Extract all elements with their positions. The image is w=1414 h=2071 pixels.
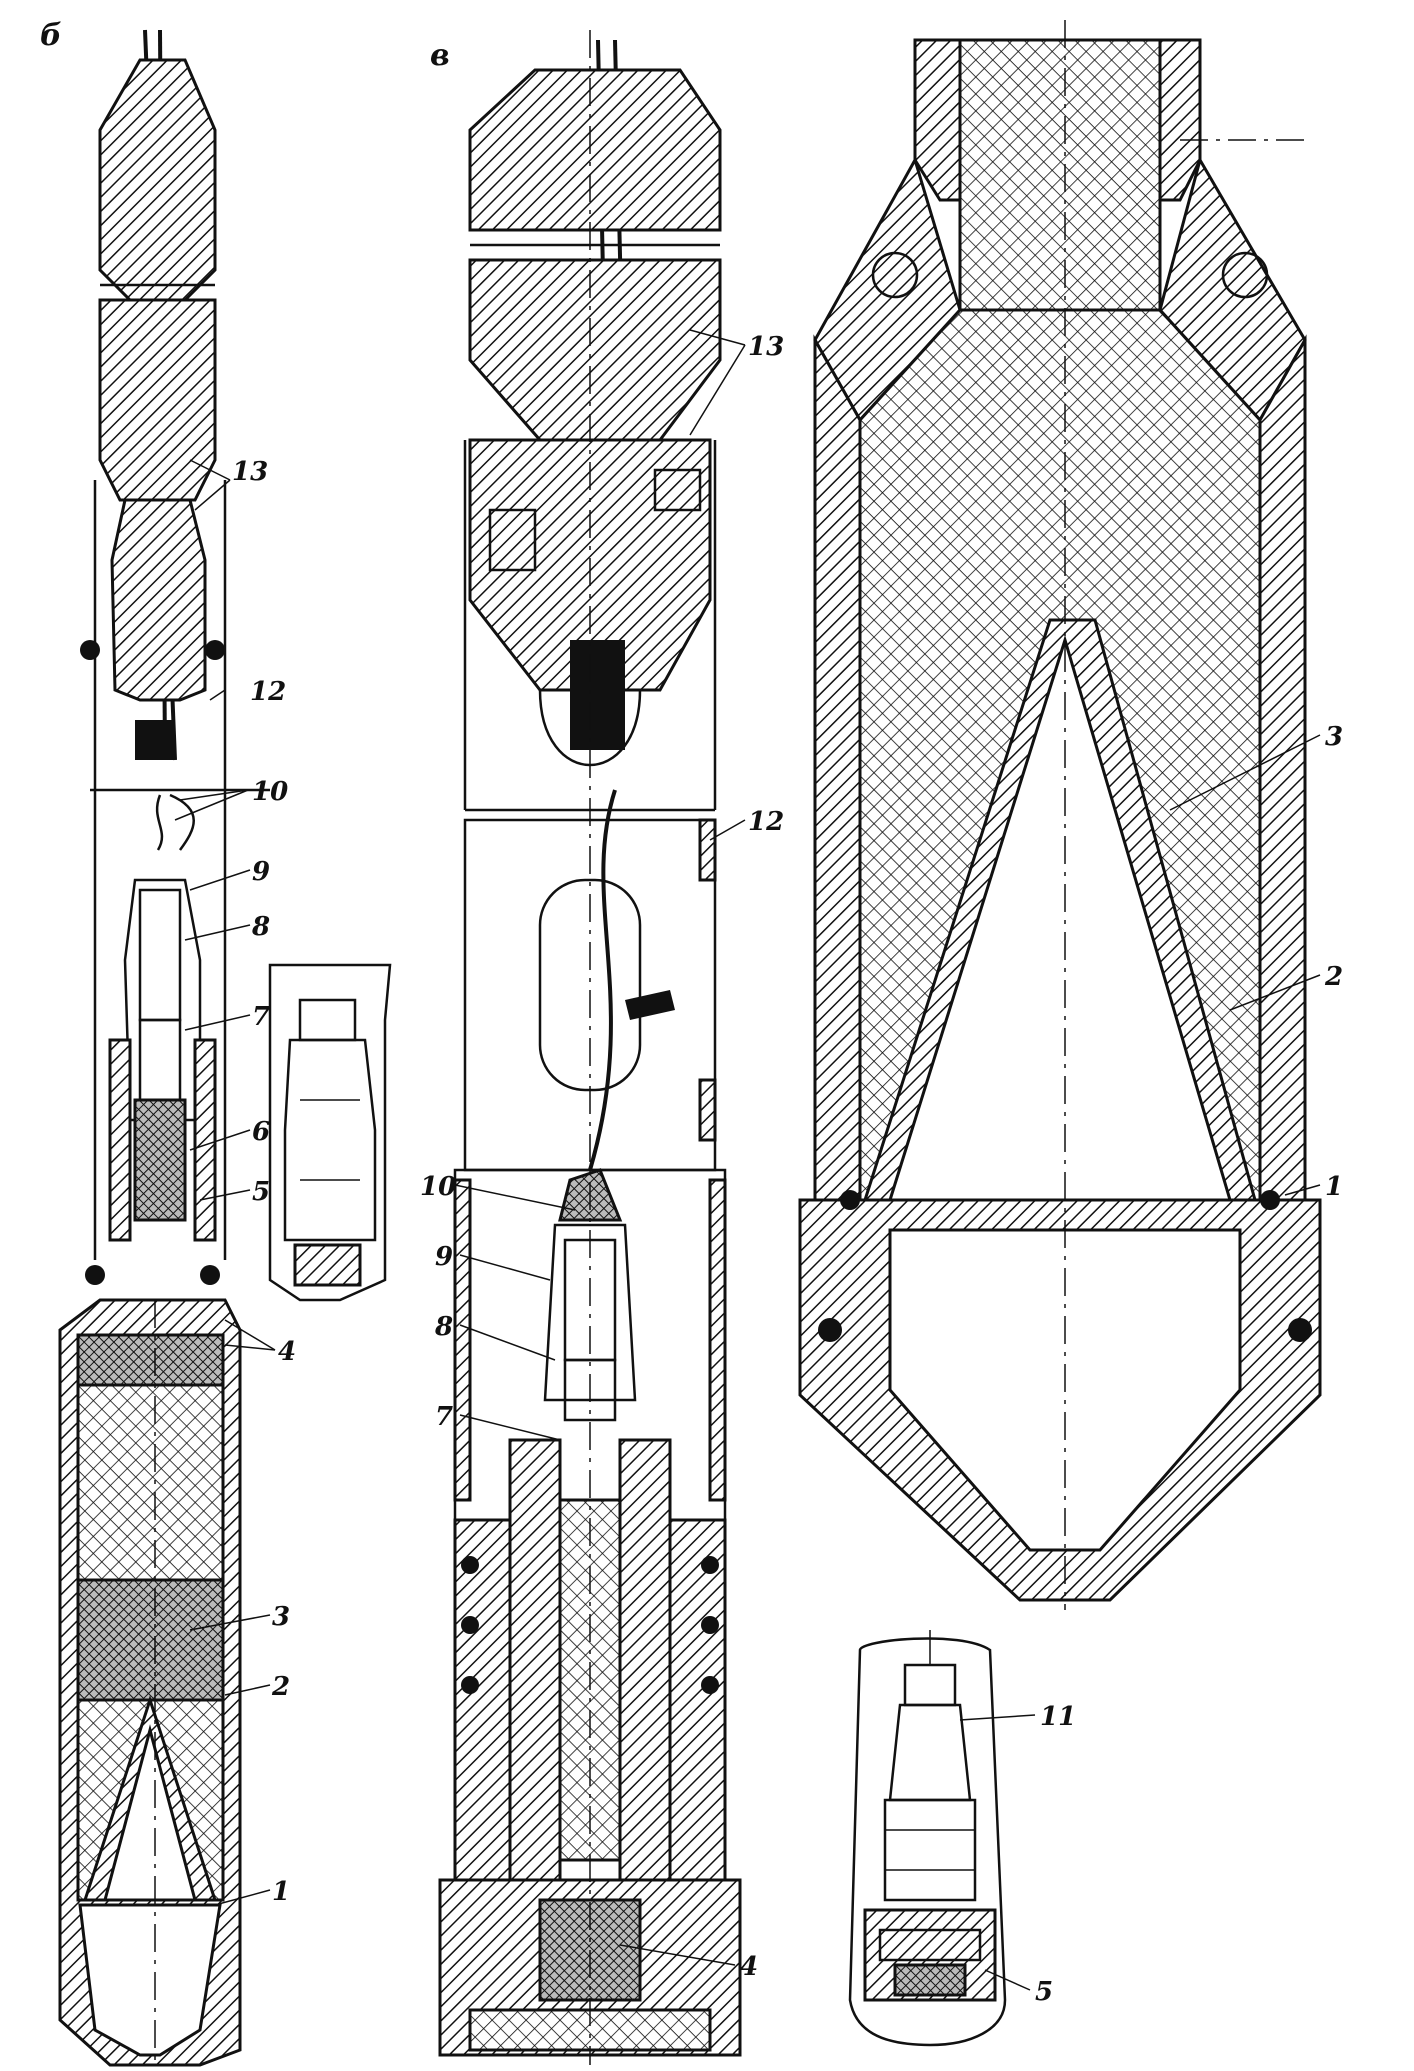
label-2-large: 2 [1324, 962, 1343, 992]
label-1-b: 1 [272, 1877, 290, 1907]
label-3-b: 3 [272, 1602, 290, 1632]
label-10-b: 10 [252, 777, 288, 807]
label-9-b: 9 [252, 857, 270, 887]
label-7-v: 7 [435, 1402, 453, 1432]
view-b-detail-inset [268, 963, 392, 1302]
label-8-v: 8 [434, 1312, 453, 1342]
label-4-v: 4 [740, 1952, 758, 1982]
label-13-b: 13 [232, 457, 268, 487]
label-12-v: 12 [748, 807, 784, 837]
label-7-b: 7 [252, 1002, 270, 1032]
label-11: 11 [1040, 1702, 1076, 1732]
label-2-b: 2 [271, 1672, 290, 1702]
label-10-v: 10 [420, 1172, 456, 1202]
label-5-detail: 5 [1035, 1977, 1053, 2007]
label-13-v: 13 [748, 332, 784, 362]
view-v-assembly [438, 30, 742, 2065]
label-6-b: 6 [252, 1117, 270, 1147]
label-8-b: 8 [251, 912, 270, 942]
view-label-v: в [430, 38, 450, 73]
label-4-b: 4 [278, 1337, 296, 1367]
label-5-b: 5 [252, 1177, 270, 1207]
label-9-v: 9 [435, 1242, 453, 1272]
view-b-assembly [58, 29, 270, 2067]
large-shaped-charge-section [798, 20, 1322, 1610]
view-label-b: б [40, 18, 62, 53]
label-3-large: 3 [1325, 722, 1343, 752]
leader-lines [174, 329, 1321, 1991]
callout-labels: б в 13 12 10 9 8 7 6 5 4 3 2 1 13 12 10 … [40, 18, 1343, 2007]
label-12-b: 12 [250, 677, 286, 707]
detail-11-detonator [848, 1630, 1007, 2047]
label-1-large: 1 [1325, 1172, 1343, 1202]
